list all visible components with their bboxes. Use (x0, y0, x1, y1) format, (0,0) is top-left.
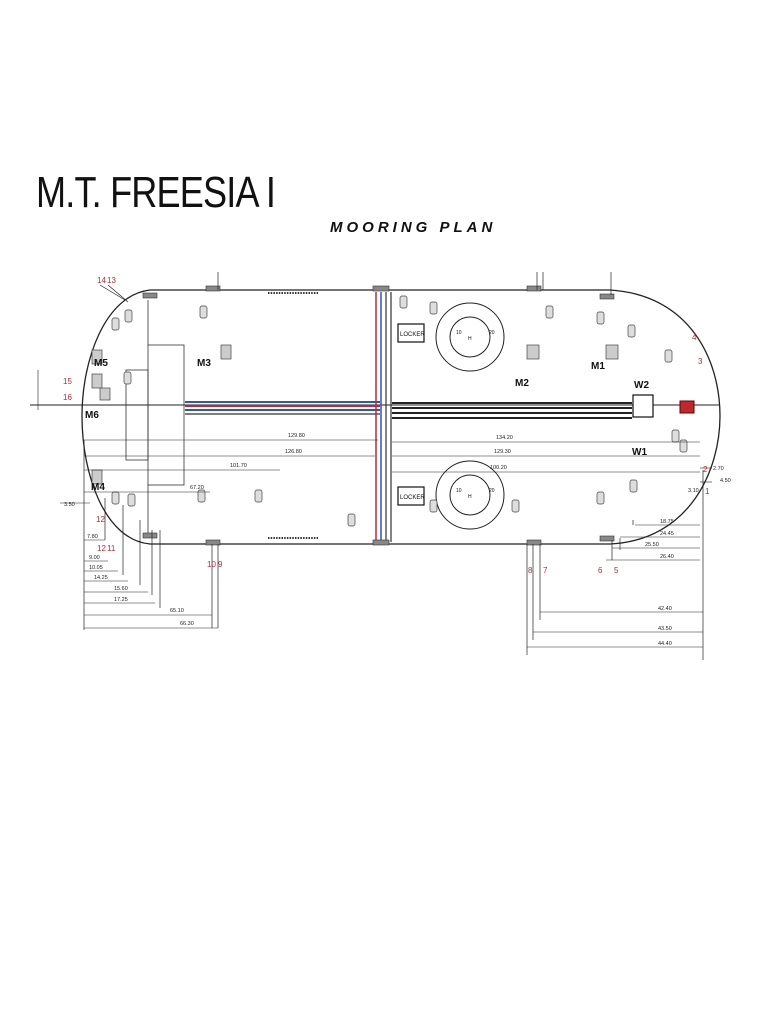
locker-bottom-label: LOCKER (400, 495, 425, 501)
helideck-bottom-left-label: 10 (456, 488, 462, 494)
line-number-13: 13 (107, 276, 116, 285)
line-number-11: 11 (107, 544, 116, 553)
line-number-14: 14 (97, 276, 106, 285)
dim-67-20: 67.20 (190, 485, 204, 491)
line-number-16: 16 (63, 393, 72, 402)
dim-7-80: 7.80 (87, 534, 98, 540)
locker-top-label: LOCKER (400, 332, 425, 338)
dim-10-05: 10.05 (89, 565, 103, 571)
cargo-pipelines-fwd (392, 400, 695, 419)
dim-43-50: 43.50 (658, 626, 672, 632)
line-number-12: 12 (96, 515, 105, 524)
line-number-11b: 12 (97, 544, 106, 553)
manifold-crossover (375, 292, 392, 542)
dim-126-80: 126.80 (285, 449, 302, 455)
cargo-pipelines-aft (185, 401, 380, 415)
windlass-box (632, 394, 654, 418)
line-number-5: 5 (614, 566, 619, 575)
dim-42-40: 42.40 (658, 606, 672, 612)
dim-15-60: 15.60 (114, 586, 128, 592)
extension-lines (83, 272, 704, 660)
locker-bottom-box (397, 486, 425, 506)
dim-24-45: 24.45 (660, 531, 674, 537)
line-number-10: 10 (207, 560, 216, 569)
dim-18-75: 18.75 (660, 519, 674, 525)
dim-3-50: 3.50 (64, 502, 75, 508)
aft-superstructure (125, 300, 185, 535)
winches (91, 344, 619, 485)
dim-134-20: 134.20 (496, 435, 513, 441)
drawing-subtitle: MOORING PLAN (330, 219, 497, 236)
line-number-4: 4 (692, 333, 697, 342)
drawing-title: M.T. FREESIA I (36, 168, 276, 217)
helideck-bottom-right-label: 20 (489, 488, 495, 494)
dim-65-10: 65.10 (170, 608, 184, 614)
dim-9-00: 9.00 (89, 555, 100, 561)
dim-44-40: 44.40 (658, 641, 672, 647)
station-m4-label: M4 (91, 482, 105, 493)
helideck-bottom (435, 460, 505, 530)
station-m6-label: M6 (85, 410, 99, 421)
catwalk (268, 292, 318, 539)
line-number-9: 9 (218, 560, 223, 569)
locker-top-box (397, 323, 425, 343)
station-w2-label: W2 (634, 380, 649, 391)
helideck-top-left-label: 10 (456, 330, 462, 336)
line-number-1: 1 (705, 487, 710, 496)
dim-4-50: 4.50 (720, 478, 731, 484)
line-number-7: 7 (543, 566, 548, 575)
bollards (111, 295, 688, 527)
helideck-top-right-label: 20 (489, 330, 495, 336)
station-m3-label: M3 (197, 358, 211, 369)
dim-25-50: 25.50 (645, 542, 659, 548)
dim-101-70: 101.70 (230, 463, 247, 469)
dim-100-20: 100.20 (490, 465, 507, 471)
dim-26-40: 26.40 (660, 554, 674, 560)
dim-14-25: 14.25 (94, 575, 108, 581)
dim-17-25: 17.25 (114, 597, 128, 603)
helideck-top (435, 302, 505, 372)
line-number-15: 15 (63, 377, 72, 386)
chocks (142, 285, 615, 546)
line-number-3: 3 (698, 357, 703, 366)
station-m5-label: M5 (94, 358, 108, 369)
dimension-lines (37, 370, 712, 648)
dim-129-80: 129.80 (288, 433, 305, 439)
line-number-8: 8 (528, 566, 533, 575)
line-number-6: 6 (598, 566, 603, 575)
station-w1-label: W1 (632, 447, 647, 458)
line-number-2: 2 (703, 465, 708, 474)
station-m1-label: M1 (591, 361, 605, 372)
dim-2-70: 2.70 (713, 466, 724, 472)
dim-129-30: 129.30 (494, 449, 511, 455)
helideck-top-mark: H (468, 336, 472, 342)
helideck-bottom-mark: H (468, 494, 472, 500)
station-m2-label: M2 (515, 378, 529, 389)
dim-66-30: 66.30 (180, 621, 194, 627)
hull-outline (81, 289, 721, 545)
dim-3-10: 3.10 (688, 488, 699, 494)
